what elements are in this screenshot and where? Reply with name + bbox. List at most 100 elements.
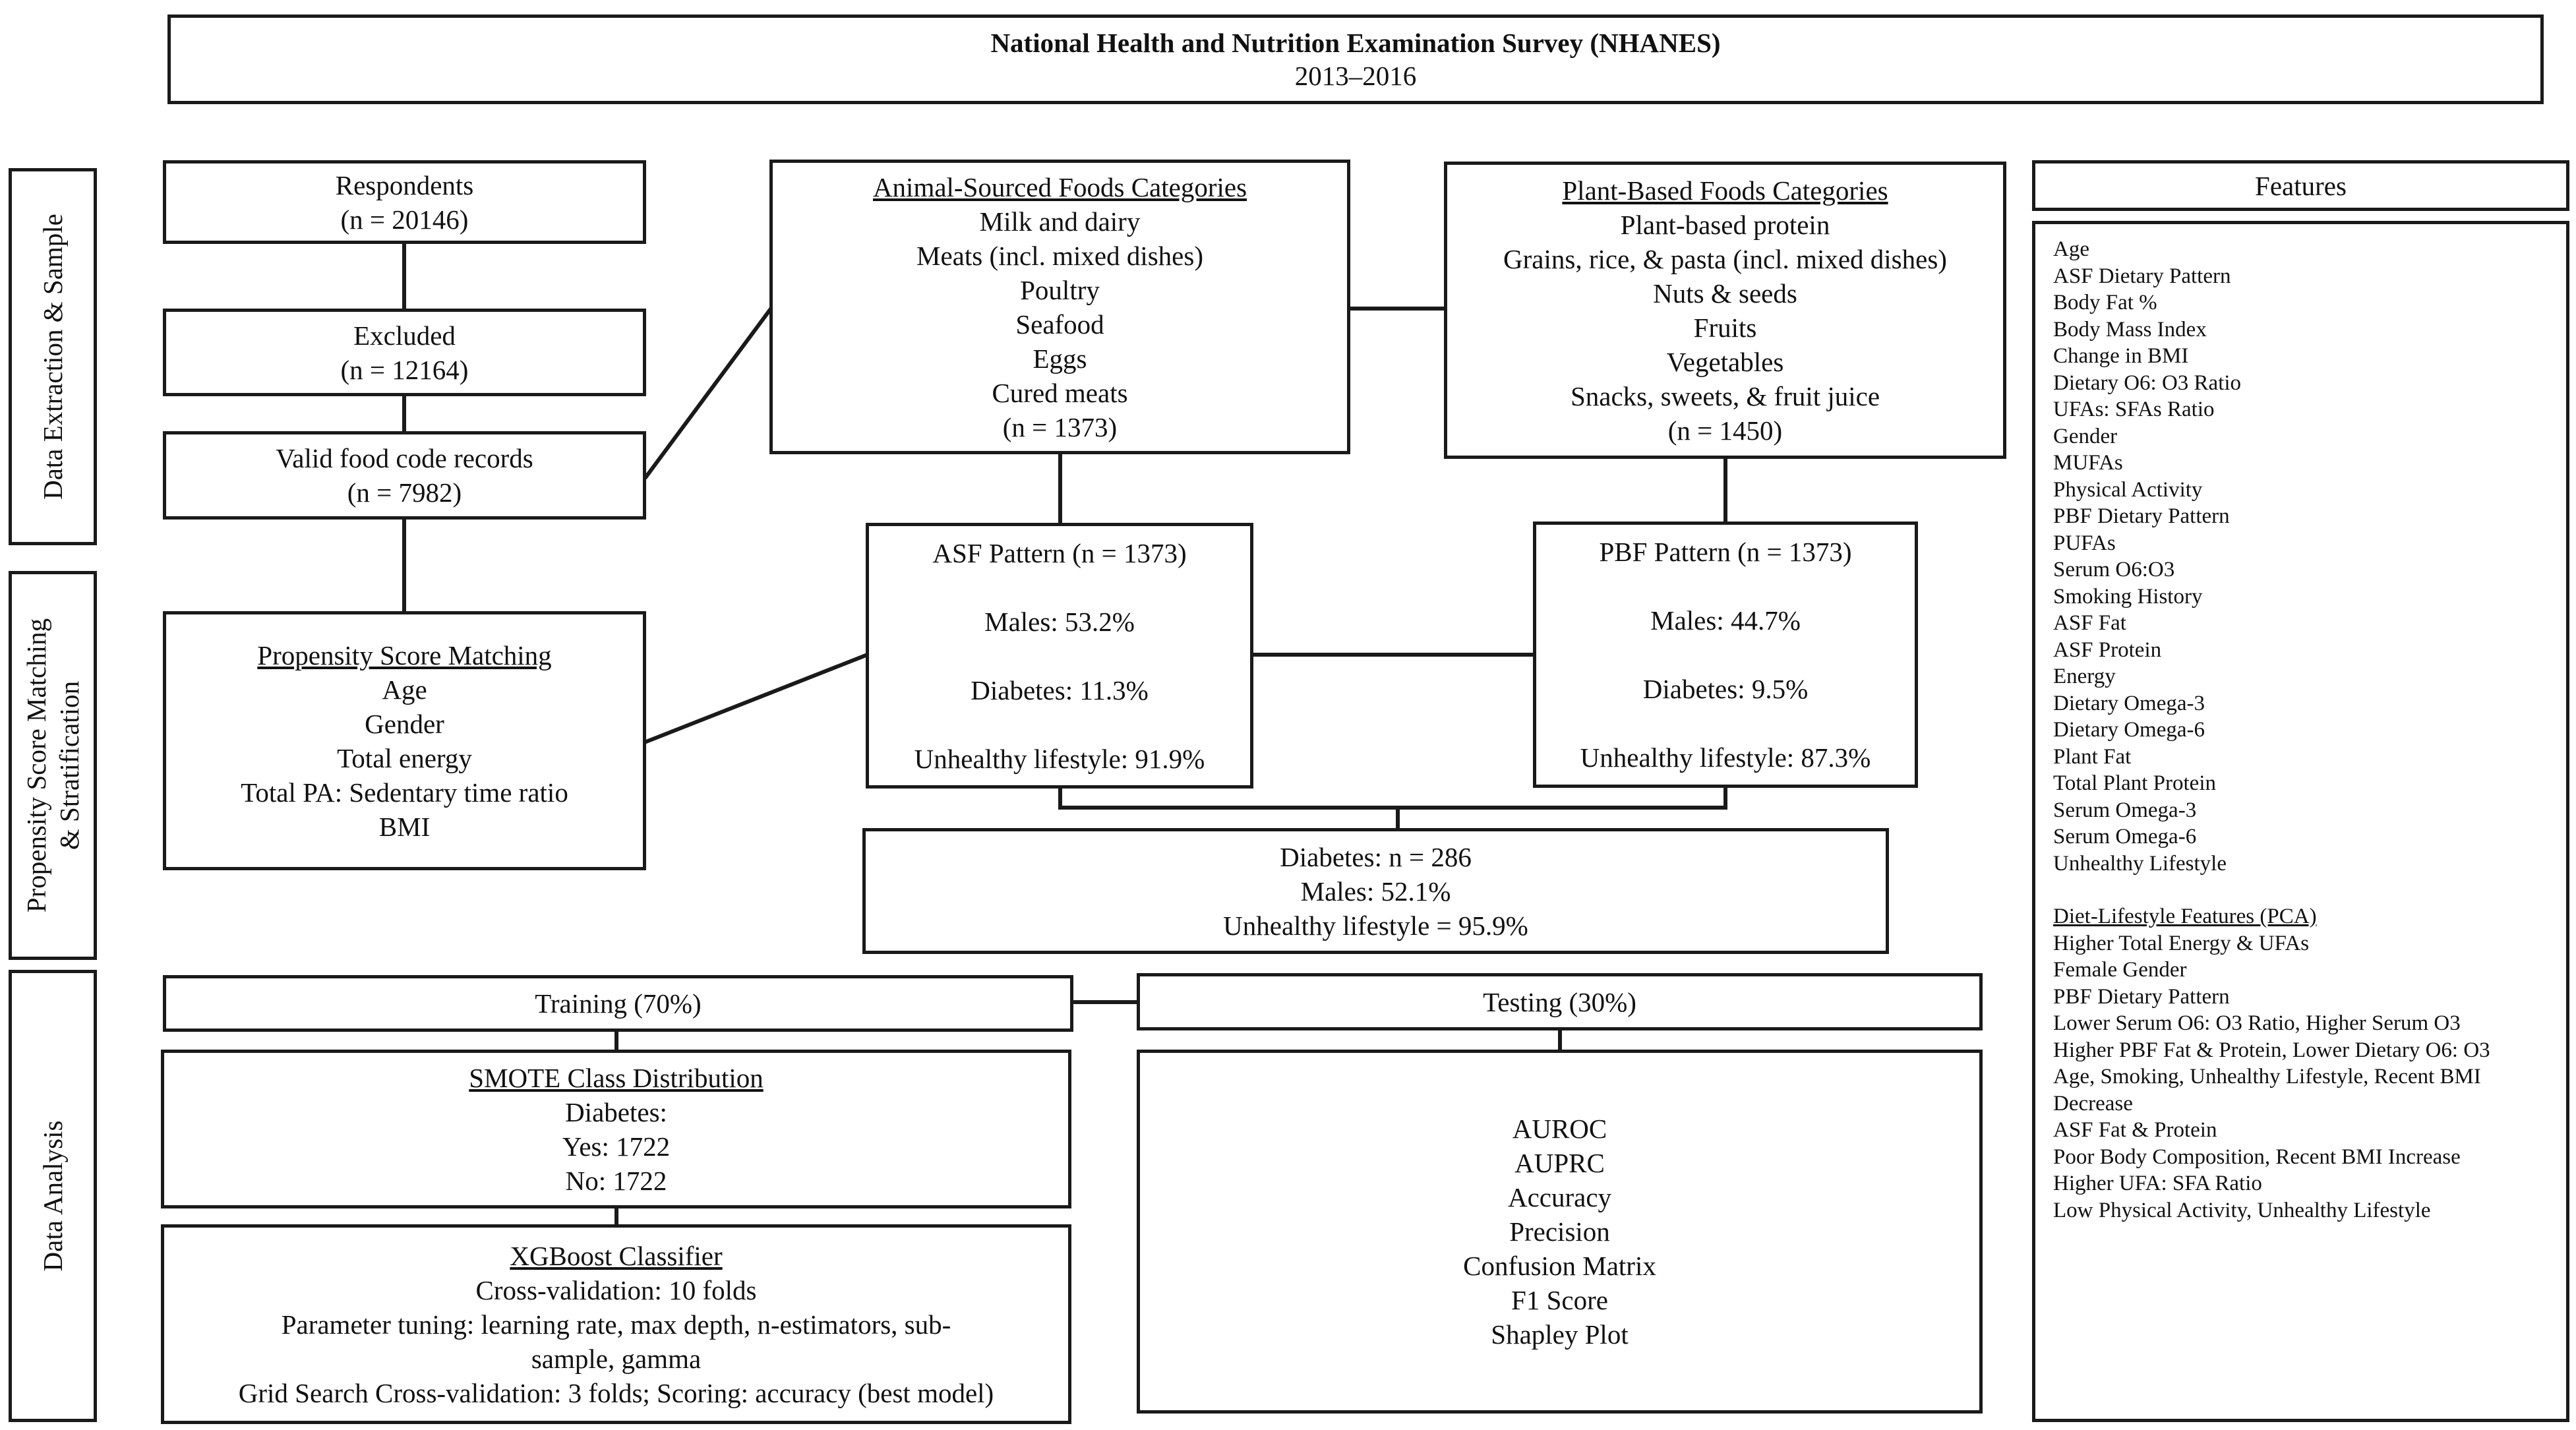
smote-line: No: 1722 bbox=[565, 1165, 667, 1196]
feature-item: Gender bbox=[2053, 424, 2118, 448]
connector-patterns-summary bbox=[1058, 786, 1727, 830]
asf-pattern-box: ASF Pattern (n = 1373) Males: 53.2% Diab… bbox=[866, 523, 1253, 789]
asf-categories-box: Animal-Sourced Foods Categories Milk and… bbox=[769, 160, 1350, 454]
features-header: Features bbox=[2255, 170, 2347, 201]
psm-item: BMI bbox=[378, 811, 431, 842]
connector-psm-asf-pattern bbox=[644, 653, 868, 744]
pca-feature-item: Age, Smoking, Unhealthy Lifestyle, Recen… bbox=[2053, 1065, 2481, 1088]
side-label-analysis-text: Data Analysis bbox=[38, 1120, 68, 1272]
pca-feature-item: Female Gender bbox=[2053, 958, 2187, 982]
asf-pattern-males: Males: 53.2% bbox=[984, 606, 1135, 637]
feature-item: Physical Activity bbox=[2053, 477, 2203, 502]
asf-pattern-title: ASF Pattern (n = 1373) bbox=[932, 537, 1187, 568]
pbf-pattern-lifestyle: Unhealthy lifestyle: 87.3% bbox=[1580, 742, 1871, 773]
feature-item: Unhealthy Lifestyle bbox=[2053, 851, 2227, 876]
feature-item: Body Fat % bbox=[2053, 291, 2157, 314]
asf-category-item: Seafood bbox=[1015, 309, 1104, 340]
feature-item: Dietary O6: O3 Ratio bbox=[2053, 371, 2242, 395]
xgboost-title: XGBoost Classifier bbox=[510, 1240, 723, 1271]
pca-feature-item: Low Physical Activity, Unhealthy Lifesty… bbox=[2053, 1198, 2431, 1222]
feature-item: Dietary Omega-3 bbox=[2053, 691, 2205, 715]
pca-feature-item: Higher PBF Fat & Protein, Lower Dietary … bbox=[2053, 1038, 2490, 1062]
psm-item: Total PA: Sedentary time ratio bbox=[241, 777, 568, 808]
asf-category-item: Cured meats bbox=[992, 377, 1128, 408]
metric-item: AUROC bbox=[1512, 1114, 1607, 1144]
xgboost-line: Grid Search Cross-validation: 3 folds; S… bbox=[238, 1377, 994, 1408]
metric-item: AUPRC bbox=[1514, 1148, 1605, 1178]
feature-item: Serum O6:O3 bbox=[2053, 558, 2175, 581]
pbf-pattern-diabetes: Diabetes: 9.5% bbox=[1642, 674, 1809, 704]
feature-item: Change in BMI bbox=[2053, 344, 2189, 368]
asf-category-item: Meats (incl. mixed dishes) bbox=[916, 240, 1203, 271]
excluded-count: (n = 12164) bbox=[340, 354, 469, 385]
metric-item: F1 Score bbox=[1511, 1285, 1608, 1315]
feature-item: Serum Omega-6 bbox=[2053, 825, 2197, 849]
feature-item: Energy bbox=[2053, 665, 2116, 688]
smote-line: Yes: 1722 bbox=[562, 1131, 671, 1162]
features-list-box: Age ASF Dietary Pattern Body Fat % Body … bbox=[2032, 221, 2569, 1422]
pbf-category-item: Nuts & seeds bbox=[1653, 278, 1797, 309]
nhanes-header-box: National Health and Nutrition Examinatio… bbox=[167, 15, 2544, 104]
feature-item: UFAs: SFAs Ratio bbox=[2053, 398, 2215, 421]
side-label-psm: Propensity Score Matching & Stratificati… bbox=[9, 571, 97, 960]
pca-feature-item: PBF Dietary Pattern bbox=[2053, 984, 2230, 1009]
metric-item: Precision bbox=[1509, 1216, 1610, 1247]
respondents-label: Respondents bbox=[335, 169, 474, 200]
metric-item: Shapley Plot bbox=[1491, 1319, 1629, 1350]
psm-item: Age bbox=[382, 674, 427, 705]
pbf-category-item: Snacks, sweets, & fruit juice bbox=[1570, 380, 1880, 411]
smote-title: SMOTE Class Distribution bbox=[469, 1062, 764, 1093]
feature-item: MUFAs bbox=[2053, 451, 2123, 475]
asf-pattern-diabetes: Diabetes: 11.3% bbox=[971, 674, 1149, 705]
training-label: Training (70%) bbox=[535, 988, 702, 1019]
asf-category-item: Eggs bbox=[1033, 343, 1087, 374]
pbf-category-item: Plant-based protein bbox=[1620, 209, 1830, 240]
asf-category-item: Poultry bbox=[1020, 274, 1100, 305]
valid-records-count: (n = 7982) bbox=[347, 477, 462, 508]
pca-features-title: Diet-Lifestyle Features (PCA) bbox=[2053, 905, 2317, 928]
header-years: 2013–2016 bbox=[1294, 61, 1417, 91]
feature-item: Dietary Omega-6 bbox=[2053, 718, 2205, 742]
pbf-category-item: Fruits bbox=[1693, 312, 1757, 343]
header-title: National Health and Nutrition Examinatio… bbox=[990, 28, 1721, 58]
psm-item: Gender bbox=[365, 708, 444, 739]
xgboost-line: Parameter tuning: learning rate, max dep… bbox=[281, 1309, 951, 1340]
diabetes-summary-box: Diabetes: n = 286 Males: 52.1% Unhealthy… bbox=[862, 828, 1889, 954]
pbf-pattern-title: PBF Pattern (n = 1373) bbox=[1599, 537, 1852, 567]
connector-valid-asf-categories bbox=[643, 305, 775, 480]
asf-categories-title: Animal-Sourced Foods Categories bbox=[872, 171, 1247, 202]
pbf-categories-count: (n = 1450) bbox=[1667, 415, 1783, 446]
side-label-extraction-text: Data Extraction & Sample bbox=[38, 214, 68, 500]
feature-item: PBF Dietary Pattern bbox=[2053, 504, 2230, 528]
side-label-analysis: Data Analysis bbox=[9, 970, 97, 1422]
pca-feature-item: ASF Fat & Protein bbox=[2053, 1118, 2217, 1142]
pca-feature-item: Decrease bbox=[2053, 1091, 2133, 1116]
psm-box: Propensity Score Matching Age Gender Tot… bbox=[163, 611, 646, 870]
pca-feature-item: Poor Body Composition, Recent BMI Increa… bbox=[2053, 1145, 2461, 1169]
respondents-count: (n = 20146) bbox=[340, 204, 469, 235]
side-label-extraction: Data Extraction & Sample bbox=[9, 168, 97, 545]
summary-lifestyle: Unhealthy lifestyle = 95.9% bbox=[1223, 910, 1528, 941]
testing-label: Testing (30%) bbox=[1483, 986, 1636, 1017]
feature-item: ASF Protein bbox=[2053, 638, 2162, 662]
xgboost-line: sample, gamma bbox=[531, 1343, 702, 1374]
pbf-category-item: Vegetables bbox=[1666, 346, 1784, 377]
pca-feature-item: Lower Serum O6: O3 Ratio, Higher Serum O… bbox=[2053, 1011, 2461, 1035]
features-header-box: Features bbox=[2032, 160, 2569, 211]
side-label-psm-line2: & Stratification bbox=[54, 680, 84, 850]
feature-item: PUFAs bbox=[2053, 531, 2116, 555]
valid-records-label: Valid food code records bbox=[276, 443, 533, 473]
summary-diabetes-n: Diabetes: n = 286 bbox=[1280, 841, 1472, 872]
xgboost-box: XGBoost Classifier Cross-validation: 10 … bbox=[161, 1224, 1071, 1424]
testing-box: Testing (30%) bbox=[1137, 973, 1983, 1030]
metrics-box: AUROC AUPRC Accuracy Precision Confusion… bbox=[1137, 1050, 1983, 1414]
feature-item: Smoking History bbox=[2053, 584, 2203, 609]
asf-category-item: Milk and dairy bbox=[979, 206, 1141, 237]
feature-item: ASF Fat bbox=[2053, 611, 2126, 635]
side-label-psm-line1: Propensity Score Matching bbox=[21, 618, 51, 913]
metric-item: Confusion Matrix bbox=[1463, 1251, 1656, 1281]
psm-title: Propensity Score Matching bbox=[257, 640, 552, 670]
pbf-categories-box: Plant-Based Foods Categories Plant-based… bbox=[1444, 162, 2006, 459]
